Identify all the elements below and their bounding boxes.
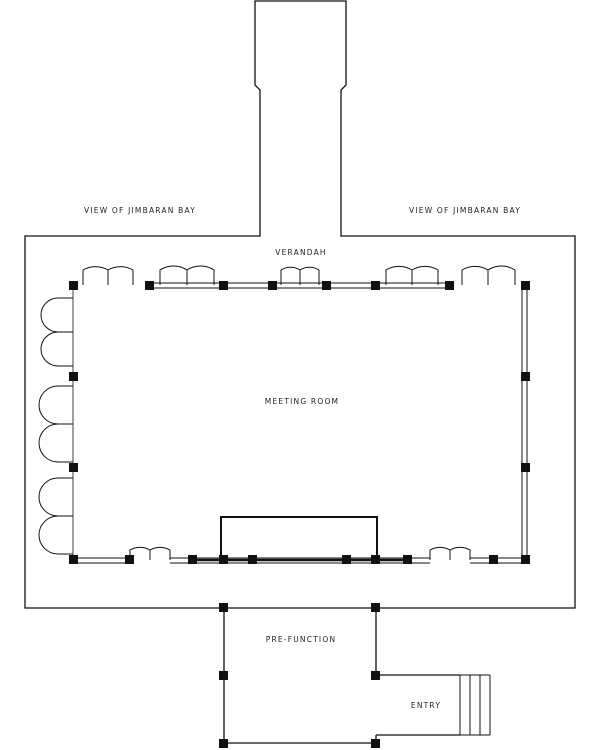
meeting-room-walls xyxy=(72,282,528,564)
view-right-label: VIEW OF JIMBARAN BAY xyxy=(409,206,521,215)
pre-function-label: PRE-FUNCTION xyxy=(266,635,337,644)
building-outline xyxy=(24,0,576,609)
entry-steps xyxy=(459,674,491,736)
bottom-wall-doors xyxy=(129,546,471,560)
entry-label: ENTRY xyxy=(411,701,441,710)
meeting-room-label: MEETING ROOM xyxy=(265,397,339,406)
stage-platform xyxy=(220,516,378,561)
verandah-label: VERANDAH xyxy=(275,248,327,257)
view-left-label: VIEW OF JIMBARAN BAY xyxy=(84,206,196,215)
pre-function-corridor xyxy=(223,608,460,745)
left-wall-doors xyxy=(38,297,73,555)
structural-columns xyxy=(69,281,530,748)
top-wall-doors xyxy=(82,265,516,285)
